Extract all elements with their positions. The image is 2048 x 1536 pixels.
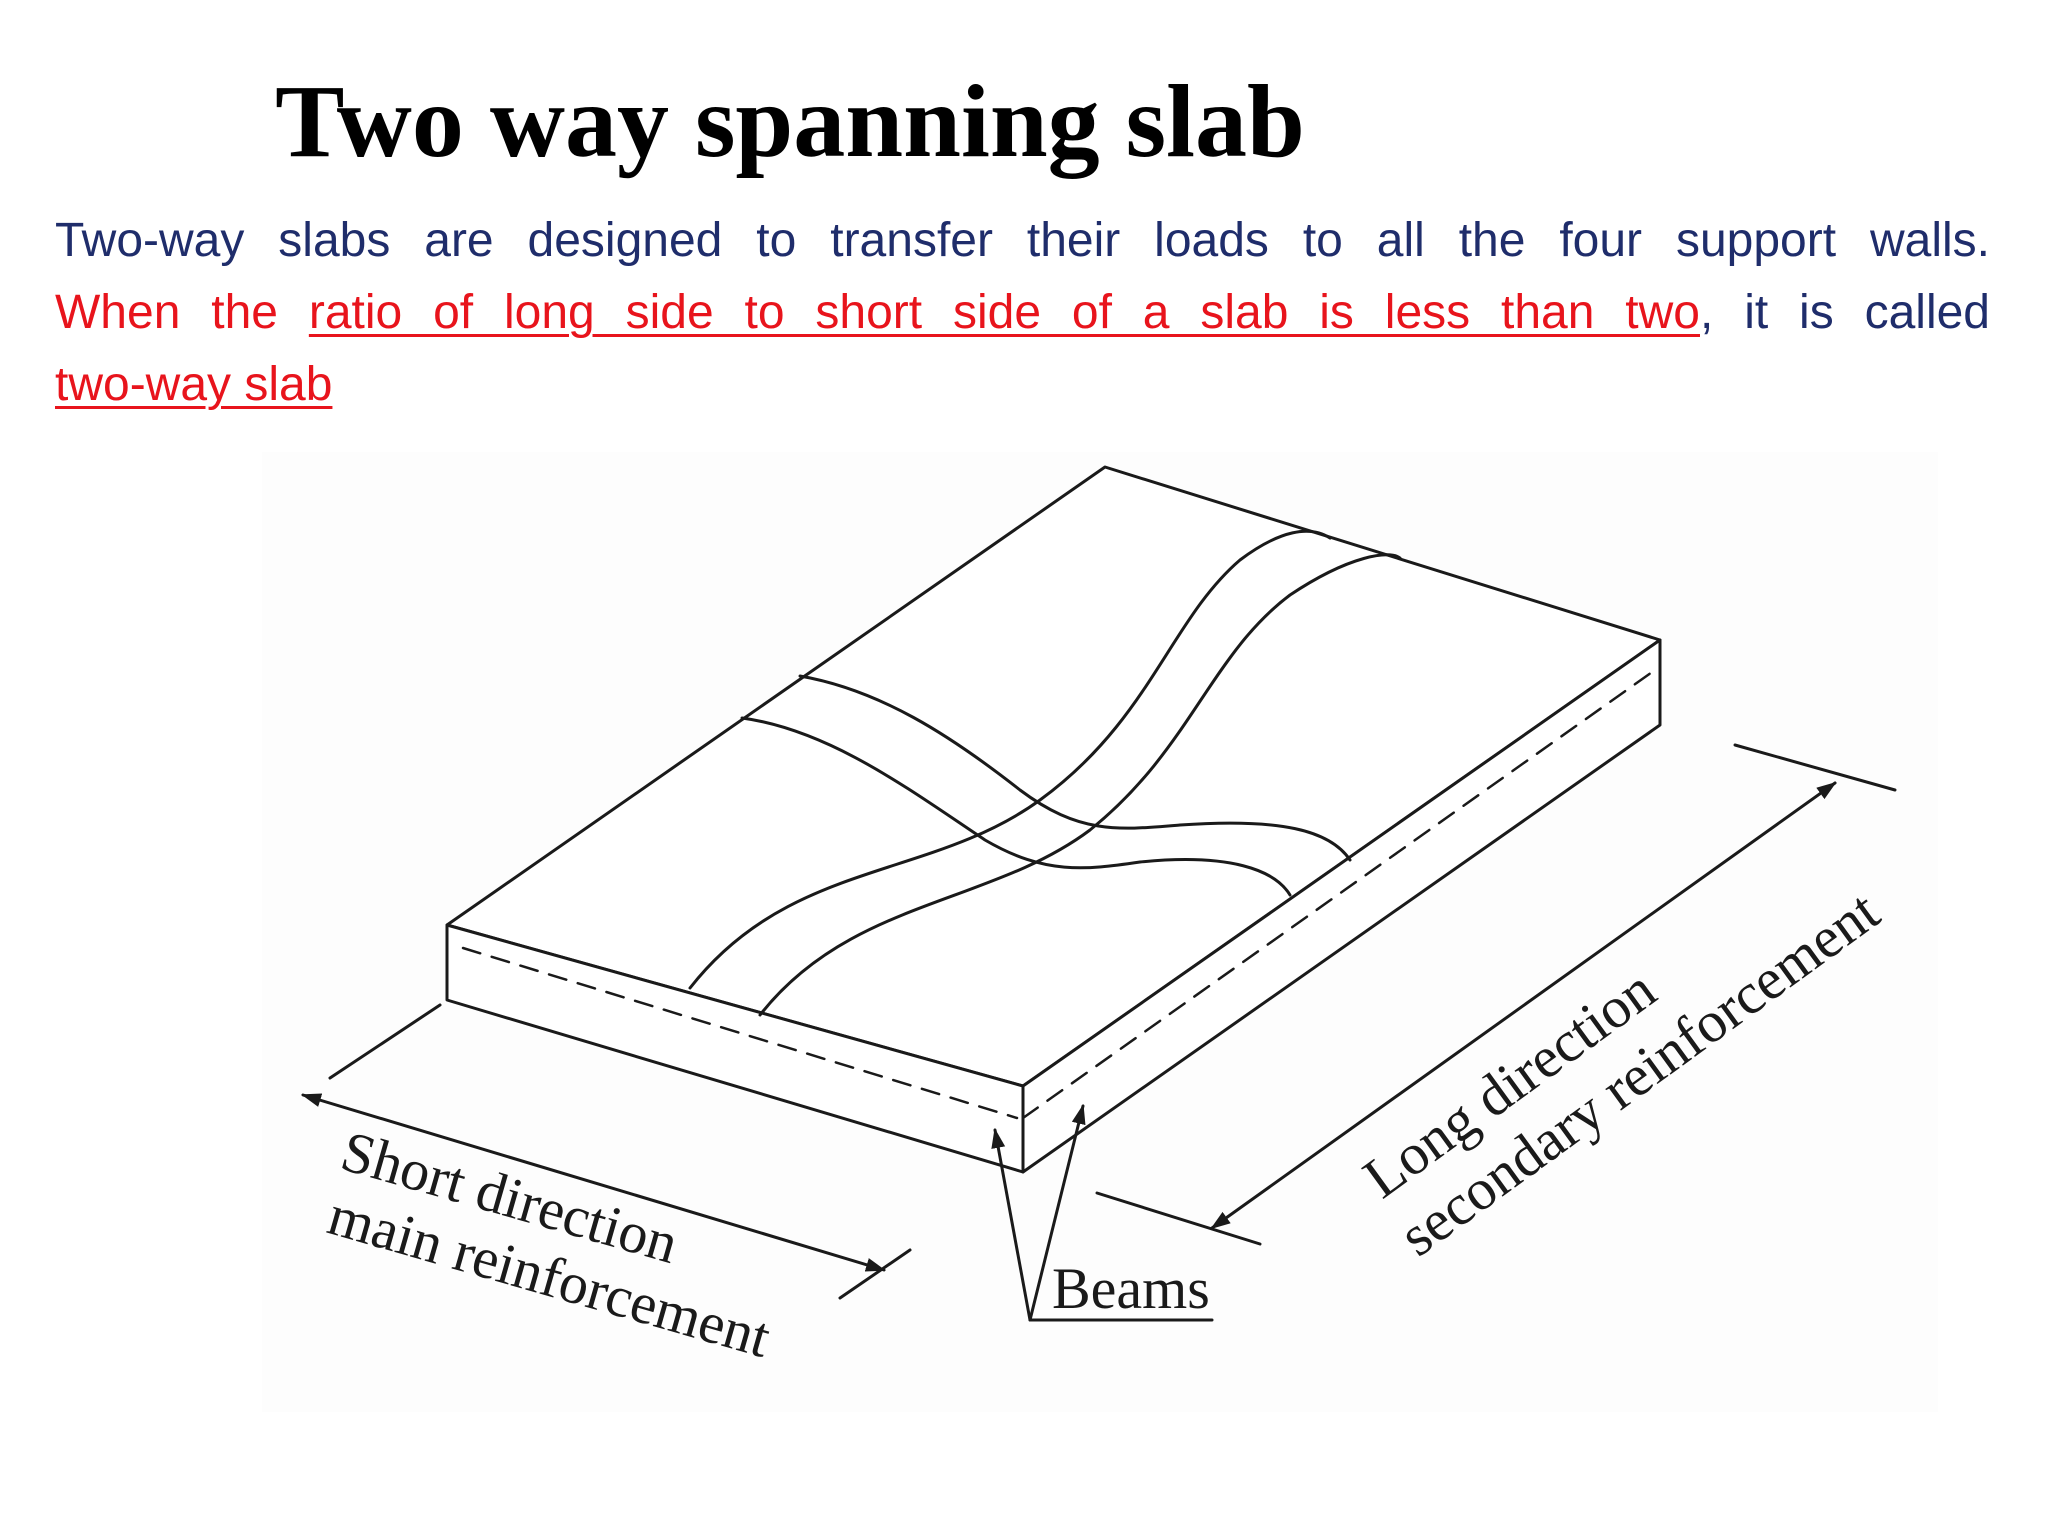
long-dim-tick-top xyxy=(1733,743,1897,792)
long-dimension-line xyxy=(1210,781,1837,1230)
two-way-slab-term: two-way slab xyxy=(55,358,333,411)
short-dimension-line xyxy=(301,1093,886,1272)
beams-leader-left xyxy=(991,1128,1032,1322)
secondary-reinforcement-label: secondary reinforcement xyxy=(1387,878,1890,1268)
front-rebar-dashed xyxy=(461,946,1019,1120)
side-rebar-dashed xyxy=(1021,668,1657,1120)
paragraph-line-1: Two-way slabs are designed to transfer t… xyxy=(55,214,1990,267)
short-dim-tick-left xyxy=(328,1003,442,1080)
paragraph-line-3: two-way slab xyxy=(55,349,1990,421)
paragraph-line-2: When the ratio of long side to short sid… xyxy=(55,277,1990,349)
long-dim-tick-bottom xyxy=(1095,1191,1262,1246)
paragraph-line-2-prefix: When the xyxy=(55,286,309,339)
slide-title: Two way spanning slab xyxy=(275,64,1305,179)
beams-label: Beams xyxy=(1052,1256,1210,1321)
definition-paragraph: Two-way slabs are designed to transfer t… xyxy=(55,205,1990,421)
short-strip-edge-1 xyxy=(688,529,1332,990)
ratio-definition-text: ratio of long side to short side of a sl… xyxy=(308,286,1700,339)
paragraph-line-2-suffix: , it is called xyxy=(1700,286,1991,339)
beams-leader-right xyxy=(1028,1104,1086,1322)
short-strip-edge-2 xyxy=(758,553,1402,1017)
short-dim-tick-right xyxy=(838,1248,912,1300)
